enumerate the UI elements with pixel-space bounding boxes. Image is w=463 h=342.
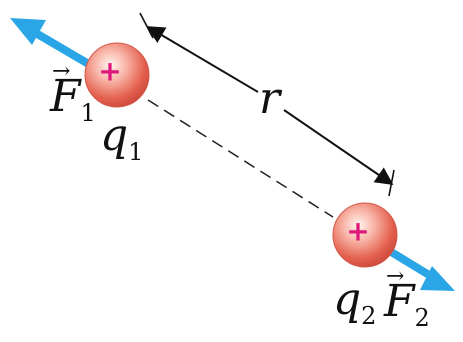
charge-label-1: q1 (100, 110, 143, 166)
svg-text:F1: F1 (49, 71, 96, 127)
svg-text:→: → (386, 264, 404, 289)
charge-label-2: q2 (333, 274, 376, 330)
force-label-2: F2 → (383, 264, 430, 332)
charge-2: + (332, 202, 398, 268)
plus-sign-2: + (346, 215, 369, 248)
connecting-dashed-line (147, 99, 334, 218)
svg-text:→: → (52, 59, 70, 84)
force-arrow-1 (10, 18, 95, 70)
plus-sign-1: + (98, 55, 121, 88)
force-label-1: F1 → (49, 59, 96, 127)
distance-dimension (139, 12, 395, 197)
svg-text:F2: F2 (383, 276, 430, 332)
distance-label: r (259, 73, 283, 124)
charge-1: + (84, 42, 150, 108)
force-arrow-2 (385, 246, 455, 291)
